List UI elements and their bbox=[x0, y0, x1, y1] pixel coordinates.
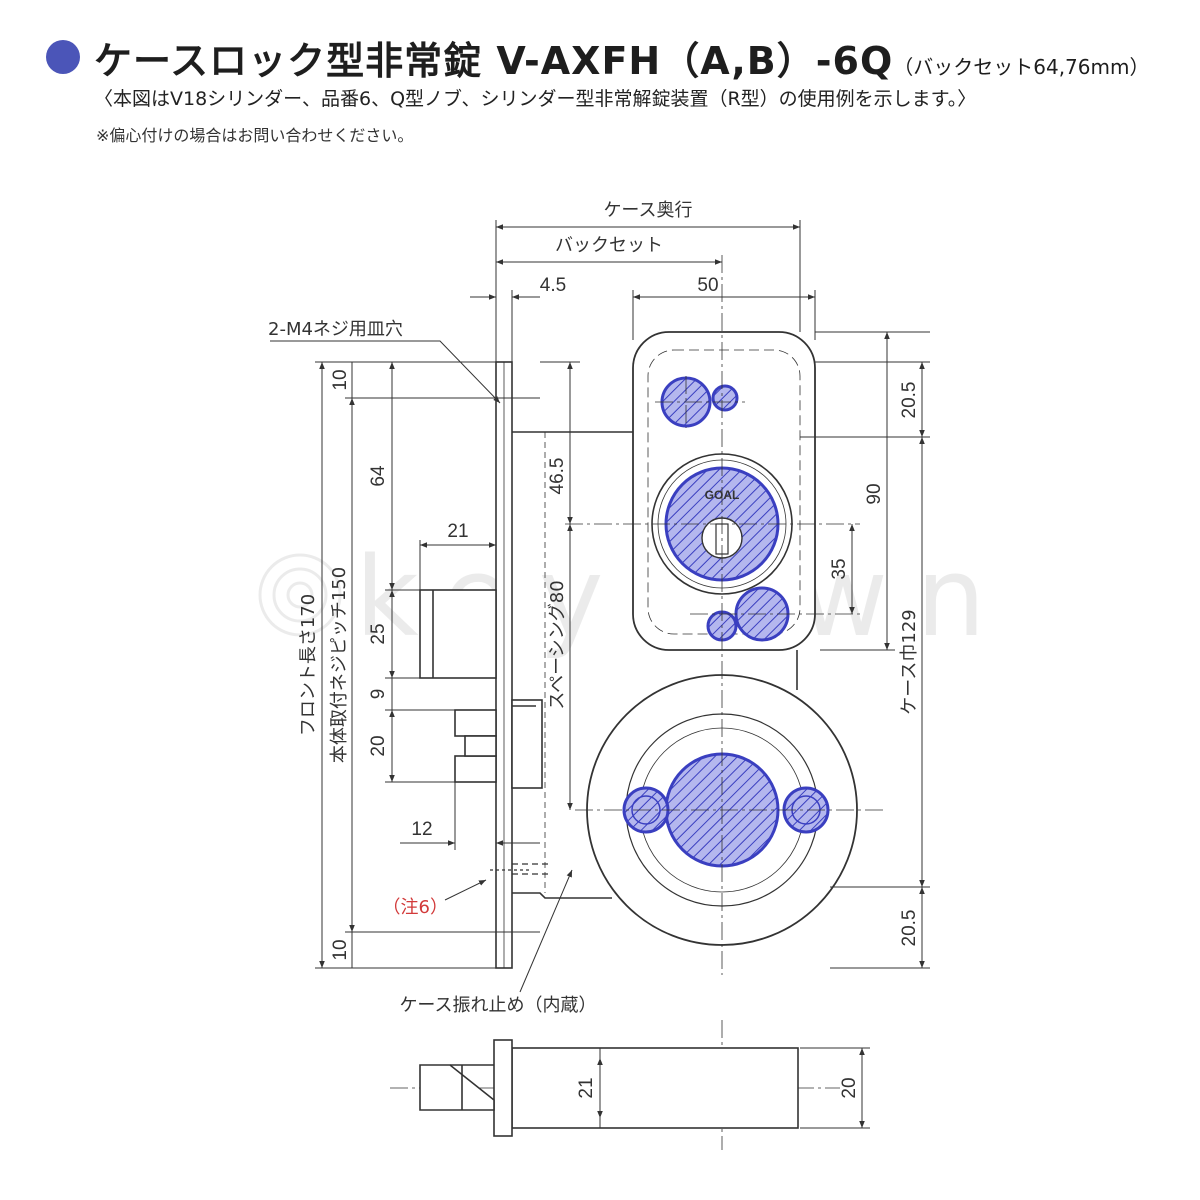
dim-35: 35 bbox=[829, 558, 850, 579]
label-note6: （注6） bbox=[383, 897, 448, 918]
note: ※偏心付けの場合はお問い合わせください。 bbox=[96, 126, 414, 145]
dim-12: 12 bbox=[411, 819, 432, 840]
watermark-logo-icon bbox=[258, 553, 342, 637]
dim-25: 25 bbox=[368, 623, 389, 644]
side-view bbox=[419, 1039, 799, 1137]
label-backset: バックセット bbox=[555, 235, 663, 256]
dim-20: 20 bbox=[368, 735, 389, 756]
dim-4-5: 4.5 bbox=[540, 275, 566, 296]
side-view-dims bbox=[597, 1047, 870, 1129]
dim-64: 64 bbox=[368, 465, 389, 487]
screw-hole-top-small bbox=[711, 384, 739, 412]
header: ケースロック型非常錠 V-AXFH（A,B）-6Q（バックセット64,76mm）… bbox=[0, 0, 1200, 150]
dim-90: 90 bbox=[864, 483, 885, 504]
dim-20-5-bottom: 20.5 bbox=[899, 910, 920, 947]
dim-21: 21 bbox=[447, 521, 468, 542]
side-view-case bbox=[511, 1047, 799, 1129]
dim-20-side: 20 bbox=[839, 1077, 860, 1098]
leader-lines bbox=[270, 340, 573, 993]
label-mount-pitch: 本体取付ネジピッチ150 bbox=[329, 567, 350, 763]
note6-detail bbox=[490, 863, 548, 875]
dim-10-top: 10 bbox=[330, 369, 351, 390]
title-bullet-icon bbox=[46, 40, 80, 74]
label-case-width: ケース巾129 bbox=[899, 609, 920, 714]
dimension-labels: ケース奥行 バックセット 4.5 50 2-M4ネジ用皿穴 （注6） ケース振れ… bbox=[268, 200, 920, 1099]
dim-20-5-top: 20.5 bbox=[899, 382, 920, 419]
dim-10-bottom: 10 bbox=[330, 939, 351, 960]
side-view-front bbox=[493, 1039, 513, 1137]
dim-21-side: 21 bbox=[576, 1077, 597, 1098]
dim-9: 9 bbox=[368, 689, 389, 700]
label-case-depth: ケース奥行 bbox=[603, 200, 692, 221]
label-case-stopper: ケース振れ止め（内蔵） bbox=[399, 995, 596, 1016]
front-plate bbox=[495, 361, 513, 969]
label-front-length: フロント長さ170 bbox=[298, 594, 319, 736]
label-screw-hole: 2-M4ネジ用皿穴 bbox=[268, 319, 403, 340]
latch-bolt bbox=[419, 589, 497, 679]
title-subtitle: （バックセット64,76mm） bbox=[893, 55, 1150, 79]
caption: 〈本図はV18シリンダー、品番6、Q型ノブ、シリンダー型非常解錠装置（R型）の使… bbox=[94, 88, 977, 110]
title-text: ケースロック型非常錠 V-AXFH（A,B）-6Q bbox=[94, 39, 894, 83]
page-title: ケースロック型非常錠 V-AXFH（A,B）-6Q（バックセット64,76mm） bbox=[94, 30, 1149, 85]
dim-50: 50 bbox=[697, 275, 718, 296]
label-spacing: スペーシング80 bbox=[547, 580, 568, 709]
dim-46-5: 46.5 bbox=[547, 458, 568, 495]
dimension-lines bbox=[315, 220, 930, 969]
side-view-latch bbox=[419, 1064, 495, 1111]
cylinder-plate: GOAL bbox=[632, 331, 816, 651]
dead-bolt bbox=[454, 699, 543, 789]
